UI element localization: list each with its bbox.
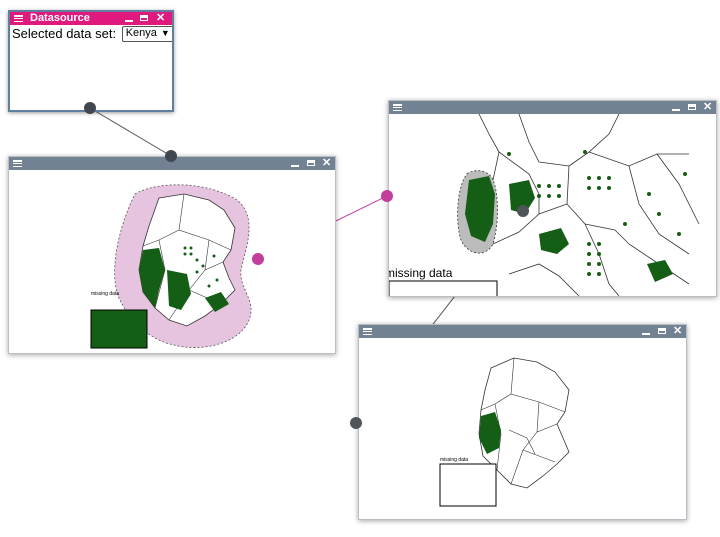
datasource-titlebar[interactable]: Datasource ✕	[10, 12, 172, 25]
map-window-top-right-titlebar[interactable]: ✕	[389, 101, 716, 114]
legend-swatch-empty	[439, 463, 497, 507]
kenya-map-left[interactable]	[9, 170, 335, 353]
close-icon[interactable]: ✕	[673, 325, 683, 337]
maximize-icon[interactable]	[307, 160, 315, 166]
chevron-down-icon: ▼	[160, 28, 170, 38]
data-fill-central	[167, 270, 191, 310]
data-fill-west-zoomed	[465, 176, 495, 242]
map-window-bottom-right[interactable]: ✕ missing data	[358, 324, 687, 520]
legend-swatch	[90, 309, 148, 349]
region-borders	[478, 114, 700, 296]
maximize-icon[interactable]	[658, 328, 666, 334]
minimize-icon[interactable]	[672, 109, 680, 111]
map-window-bottom-right-titlebar[interactable]: ✕	[359, 325, 686, 338]
data-dots-left	[183, 246, 219, 288]
legend-label: missing data	[388, 266, 453, 280]
data-fill-coast	[205, 292, 229, 312]
selection-handle[interactable]	[517, 205, 529, 217]
data-fill-coast-zoomed	[647, 260, 673, 282]
data-fill-lake-region	[509, 180, 569, 254]
kenya-map-bottom[interactable]	[359, 338, 686, 519]
map-window-left-titlebar[interactable]: ✕	[9, 157, 335, 170]
close-icon[interactable]: ✕	[703, 101, 713, 113]
kenya-map-zoomed[interactable]	[389, 114, 716, 296]
menu-icon[interactable]	[393, 104, 402, 112]
legend-label: missing data	[440, 457, 469, 463]
dataset-label: Selected data set:	[12, 26, 117, 41]
close-icon[interactable]: ✕	[156, 12, 166, 24]
map-window-top-right[interactable]: ✕ missing data	[388, 100, 717, 297]
maximize-icon[interactable]	[688, 104, 696, 110]
dataset-row: Selected data set: Kenya▼	[12, 26, 172, 42]
menu-icon[interactable]	[14, 15, 23, 23]
legend-swatch-partial	[389, 280, 498, 296]
datasource-title: Datasource	[30, 12, 90, 24]
legend-label: missing data	[91, 291, 120, 297]
minimize-icon[interactable]	[125, 20, 133, 22]
minimize-icon[interactable]	[642, 333, 650, 335]
data-dots-zoomed	[507, 150, 687, 276]
datasource-link-line	[89, 107, 172, 157]
minimize-icon[interactable]	[291, 165, 299, 167]
data-fill-west	[139, 248, 165, 308]
maximize-icon[interactable]	[140, 15, 148, 21]
map-window-left[interactable]: ✕ missing data	[8, 156, 336, 354]
country-outline-bottom	[478, 357, 570, 489]
menu-icon[interactable]	[13, 160, 22, 168]
close-icon[interactable]: ✕	[322, 157, 332, 169]
data-fill-west-bottom	[479, 412, 501, 454]
dataset-select-value: Kenya	[125, 27, 157, 39]
dataset-select[interactable]: Kenya▼	[121, 26, 172, 42]
datasource-window[interactable]: Datasource ✕ Selected data set: Kenya▼	[8, 10, 174, 112]
menu-icon[interactable]	[363, 328, 372, 336]
country-regions-bottom	[480, 357, 566, 485]
